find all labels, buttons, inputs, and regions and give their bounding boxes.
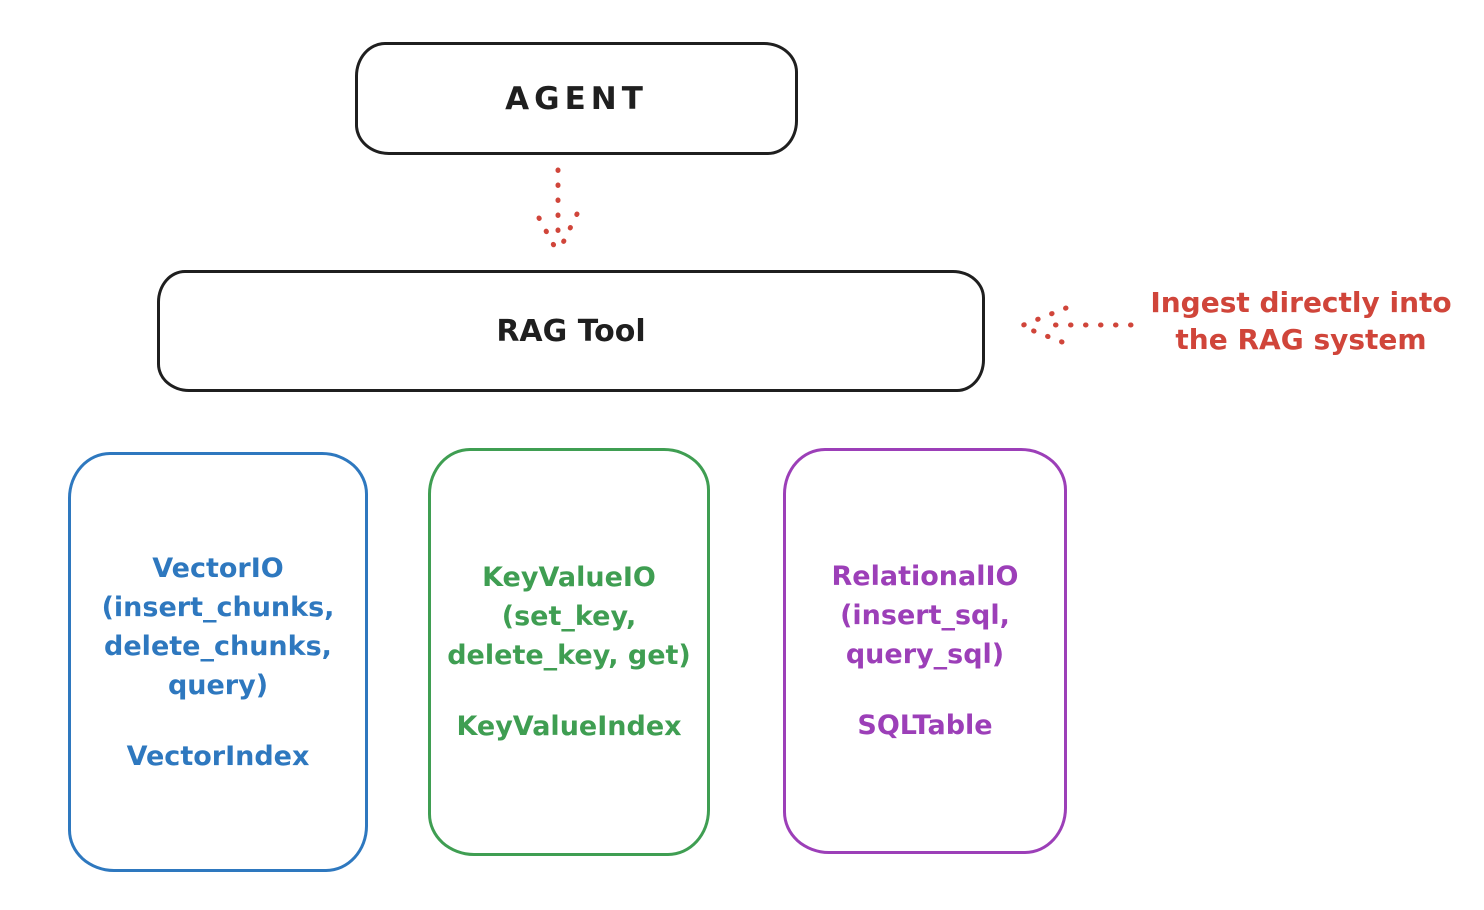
rag-tool-label: RAG Tool bbox=[496, 313, 646, 349]
agent-label: AGENT bbox=[505, 80, 648, 117]
keyvalue-io-functions: KeyValueIO (set_key, delete_key, get) bbox=[447, 558, 691, 675]
vector-io-functions: VectorIO (insert_chunks, delete_chunks, … bbox=[102, 549, 335, 705]
sql-table-label: SQLTable bbox=[857, 710, 993, 741]
vector-io-line: query) bbox=[167, 669, 269, 701]
ingest-arrow-icon bbox=[1018, 305, 1134, 345]
vector-io-line: VectorIO bbox=[152, 552, 284, 584]
vector-io-node: VectorIO (insert_chunks, delete_chunks, … bbox=[68, 452, 368, 872]
vector-io-line: (insert_chunks, bbox=[101, 591, 335, 623]
vector-index-label: VectorIndex bbox=[126, 740, 310, 772]
relational-io-line: (insert_sql, bbox=[840, 600, 1010, 631]
relational-io-line: RelationalIO bbox=[831, 561, 1019, 592]
agent-node: AGENT bbox=[355, 42, 798, 155]
ingest-annotation: Ingest directly into the RAG system bbox=[1138, 284, 1464, 358]
relational-io-line: query_sql) bbox=[845, 639, 1005, 670]
keyvalue-io-line: KeyValueIO bbox=[482, 562, 656, 593]
keyvalue-io-line: (set_key, bbox=[501, 601, 637, 632]
keyvalue-io-node: KeyValueIO (set_key, delete_key, get) Ke… bbox=[428, 448, 710, 856]
relational-io-functions: RelationalIO (insert_sql, query_sql) bbox=[832, 557, 1019, 674]
keyvalue-index-label: KeyValueIndex bbox=[456, 711, 682, 742]
rag-tool-node: RAG Tool bbox=[157, 270, 985, 392]
keyvalue-io-line: delete_key, get) bbox=[447, 640, 691, 671]
ingest-annotation-line2: the RAG system bbox=[1175, 323, 1427, 356]
relational-io-node: RelationalIO (insert_sql, query_sql) SQL… bbox=[783, 448, 1067, 854]
agent-to-rag-arrow-icon bbox=[536, 167, 580, 256]
vector-io-line: delete_chunks, bbox=[104, 630, 332, 662]
ingest-annotation-line1: Ingest directly into bbox=[1150, 286, 1452, 319]
